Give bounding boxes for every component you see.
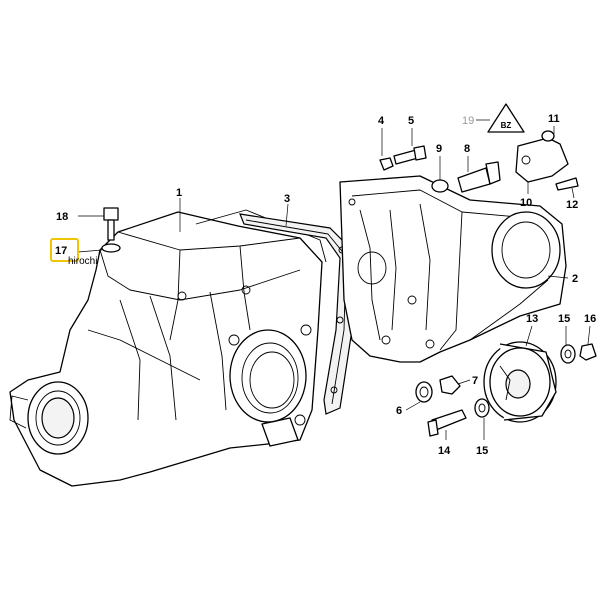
warning-triangle-symbol: BZ [487, 103, 525, 133]
highlight-box [50, 238, 79, 262]
callout-numbers: 1 2 3 4 5 6 7 8 9 10 11 12 13 14 15 15 1… [56, 113, 596, 457]
callout-15-bottom: 15 [476, 445, 488, 457]
callout-2: 2 [572, 273, 578, 285]
differential-housing [9, 209, 327, 487]
callout-11: 11 [548, 113, 560, 125]
callout-15-right: 15 [558, 313, 570, 325]
callout-13: 13 [526, 313, 538, 325]
callout-7: 7 [472, 375, 478, 387]
callout-16: 16 [584, 313, 596, 325]
callout-17: 17 [55, 245, 67, 257]
callout-10: 10 [520, 197, 532, 209]
callout-9: 9 [436, 143, 442, 155]
rubber-mount [483, 341, 557, 423]
callout-1: 1 [176, 187, 182, 199]
callout-3: 3 [284, 193, 290, 205]
differential-cover [339, 175, 567, 363]
callout-18: 18 [56, 211, 68, 223]
callout-19: 19 [462, 115, 474, 127]
leader-lines [77, 119, 591, 440]
callout-4: 4 [378, 115, 385, 127]
callout-5: 5 [408, 115, 414, 127]
callout-12: 12 [566, 199, 578, 211]
callout-14: 14 [438, 445, 451, 457]
highlighted-callout-17[interactable]: 17 [50, 238, 79, 262]
watermark-text: hirochi [68, 256, 97, 267]
svg-text:BZ: BZ [501, 121, 512, 130]
callout-8: 8 [464, 143, 470, 155]
callout-6: 6 [396, 405, 402, 417]
small-parts [101, 130, 597, 437]
